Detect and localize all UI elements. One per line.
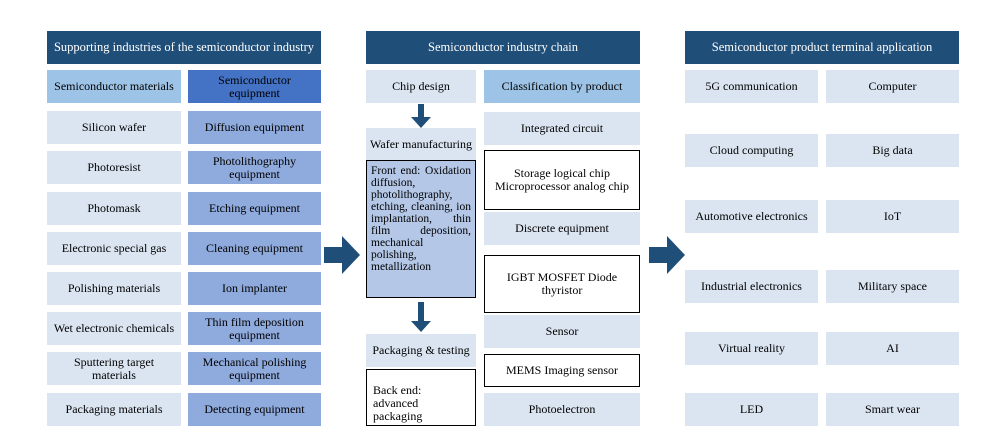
material-item: Electronic special gas <box>47 232 181 265</box>
discrete-types-box: IGBT MOSFET Diode thyristor <box>484 255 640 313</box>
equipment-item: Diffusion equipment <box>188 111 321 144</box>
terminal-application-header: Semiconductor product terminal applicati… <box>685 31 959 64</box>
front-end-box: Front end: Oxidation diffusion, photolit… <box>366 160 476 298</box>
chip-design-box: Chip design <box>366 70 476 103</box>
right-arrow-icon <box>649 236 685 274</box>
right-arrow-icon <box>324 236 360 274</box>
down-arrow-icon <box>411 302 431 332</box>
equipment-item: Thin film deposition equipment <box>188 312 321 345</box>
application-item: Military space <box>826 270 959 303</box>
material-item: Sputtering target materials <box>47 352 181 385</box>
equipment-item: Cleaning equipment <box>188 232 321 265</box>
ic-types-box: Storage logical chip Microprocessor anal… <box>484 150 640 210</box>
wafer-manufacturing-box: Wafer manufacturing <box>366 128 476 160</box>
material-item: Packaging materials <box>47 393 181 426</box>
material-item: Wet electronic chemicals <box>47 312 181 345</box>
materials-header: Semiconductor materials <box>47 70 181 103</box>
application-item: LED <box>685 393 818 426</box>
material-item: Polishing materials <box>47 272 181 305</box>
equipment-item: Mechanical polishing equipment <box>188 352 321 385</box>
application-item: IoT <box>826 200 959 233</box>
application-item: Cloud computing <box>685 134 818 167</box>
discrete-equipment-box: Discrete equipment <box>484 212 640 245</box>
application-item: Automotive electronics <box>685 200 818 233</box>
material-item: Silicon wafer <box>47 111 181 144</box>
material-item: Photoresist <box>47 151 181 184</box>
supporting-industries-header: Supporting industries of the semiconduct… <box>47 31 321 64</box>
sensor-types-box: MEMS Imaging sensor <box>484 354 640 387</box>
back-end-box: Back end: advanced packaging <box>366 369 476 426</box>
application-item: AI <box>826 332 959 365</box>
equipment-item: Photolithography equipment <box>188 151 321 184</box>
equipment-header: Semiconductor equipment <box>188 70 321 103</box>
classification-header: Classification by product <box>484 70 640 103</box>
application-item: 5G communication <box>685 70 818 103</box>
application-item: Industrial electronics <box>685 270 818 303</box>
packaging-testing-box: Packaging & testing <box>366 334 476 367</box>
application-item: Computer <box>826 70 959 103</box>
photoelectron-box: Photoelectron <box>484 393 640 426</box>
industry-chain-header: Semiconductor industry chain <box>366 31 640 64</box>
down-arrow-icon <box>411 104 431 128</box>
equipment-item: Ion implanter <box>188 272 321 305</box>
equipment-item: Etching equipment <box>188 192 321 225</box>
application-item: Virtual reality <box>685 332 818 365</box>
equipment-item: Detecting equipment <box>188 393 321 426</box>
integrated-circuit-box: Integrated circuit <box>484 112 640 145</box>
application-item: Big data <box>826 134 959 167</box>
application-item: Smart wear <box>826 393 959 426</box>
sensor-box: Sensor <box>484 315 640 348</box>
material-item: Photomask <box>47 192 181 225</box>
